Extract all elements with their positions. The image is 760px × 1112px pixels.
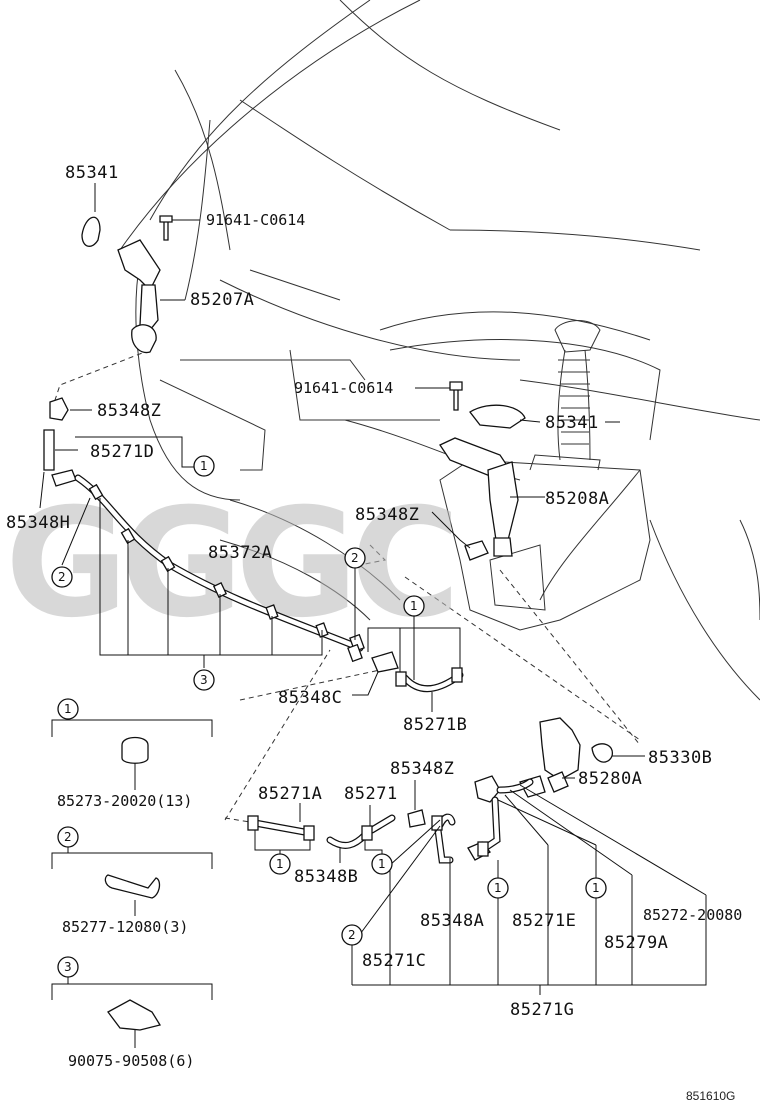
- bolt-top: [159, 215, 173, 241]
- legend-callout-2: 2: [57, 826, 79, 848]
- label-85348Z-mid: 85348Z: [355, 505, 419, 525]
- label-85341-left: 85341: [65, 163, 119, 183]
- vehicle-body-outline: [119, 0, 760, 701]
- svg-text:1: 1: [276, 857, 284, 871]
- legend-callout-3: 3: [57, 956, 79, 978]
- drawing-code: 851610G: [686, 1089, 735, 1103]
- svg-text:3: 3: [200, 673, 208, 687]
- headlamp-cleaner-cap-left: [81, 216, 101, 247]
- legend-lines: [51, 710, 213, 1048]
- svg-text:2: 2: [351, 551, 359, 565]
- label-85272: 85272-20080: [643, 906, 742, 924]
- callout-1: 1: [487, 877, 509, 899]
- label-85280A: 85280A: [578, 769, 642, 789]
- clip-icon: [107, 999, 162, 1031]
- legend-part-1: 85273-20020(13): [57, 792, 192, 810]
- svg-text:1: 1: [64, 702, 72, 716]
- label-85279A: 85279A: [604, 933, 668, 953]
- callout-2: 2: [344, 547, 366, 569]
- hose-stub-85280A: [547, 771, 569, 793]
- callout-1: 1: [585, 877, 607, 899]
- part-shapes: [43, 215, 613, 861]
- part-labels: 85341 91641-C0614 85207A 91641-C0614 853…: [6, 163, 742, 1103]
- nozzle-left-body: [139, 284, 159, 331]
- hoses: [74, 474, 534, 864]
- svg-text:1: 1: [200, 459, 208, 473]
- svg-text:3: 3: [64, 960, 72, 974]
- svg-text:2: 2: [348, 928, 356, 942]
- label-85348A: 85348A: [420, 911, 484, 931]
- joint-85348C: [371, 651, 399, 673]
- label-85348Z-left: 85348Z: [97, 401, 161, 421]
- leader-lines: [39, 183, 707, 995]
- tube-85271D: [43, 429, 55, 471]
- callout-3: 3: [193, 669, 215, 691]
- label-91641-mid: 91641-C0614: [294, 379, 393, 397]
- legend-callout-1: 1: [57, 698, 79, 720]
- callout-1: 1: [403, 595, 425, 617]
- pump-grommet: [591, 743, 613, 763]
- callout-circles: 1 2 2 3 1 1 1 1 1 2 1: [51, 455, 607, 978]
- callout-1: 1: [193, 455, 215, 477]
- washer-pump: [539, 717, 581, 781]
- label-85271E: 85271E: [512, 911, 576, 931]
- label-85348C: 85348C: [278, 688, 342, 708]
- svg-text:1: 1: [410, 599, 418, 613]
- callout-1: 1: [371, 853, 393, 875]
- check-valve-left: [49, 397, 69, 421]
- label-85348B: 85348B: [294, 867, 358, 887]
- label-85348Z-low: 85348Z: [390, 759, 454, 779]
- svg-text:1: 1: [494, 881, 502, 895]
- label-85207A: 85207A: [190, 290, 254, 310]
- svg-text:1: 1: [378, 857, 386, 871]
- watermark: GGGC: [5, 477, 452, 651]
- svg-text:2: 2: [58, 570, 66, 584]
- nozzle-left-head: [117, 239, 161, 292]
- bolt-mid: [449, 381, 463, 411]
- label-85330B: 85330B: [648, 748, 712, 768]
- legend-part-2: 85277-12080(3): [62, 918, 188, 936]
- label-85271B: 85271B: [403, 715, 467, 735]
- label-85271: 85271: [344, 784, 398, 804]
- label-85208A: 85208A: [545, 489, 609, 509]
- nozzle-right-body: [487, 461, 519, 541]
- label-85271A: 85271A: [258, 784, 322, 804]
- check-valve-low: [407, 809, 426, 828]
- label-85341-right: 85341: [545, 413, 599, 433]
- clamp-icon: [121, 736, 149, 764]
- label-85348H: 85348H: [6, 513, 70, 533]
- nozzle-right-tip: [493, 537, 513, 557]
- svg-text:1: 1: [592, 881, 600, 895]
- dashed-guides: [54, 349, 641, 823]
- callout-2: 2: [51, 566, 73, 588]
- nozzle-left-tip: [131, 324, 157, 354]
- legend-part-3: 90075-90508(6): [68, 1052, 194, 1070]
- label-85372A: 85372A: [208, 543, 272, 563]
- callout-1: 1: [269, 853, 291, 875]
- label-91641-top: 91641-C0614: [206, 211, 305, 229]
- callout-2: 2: [341, 924, 363, 946]
- label-85271D: 85271D: [90, 442, 154, 462]
- check-valve-mid: [464, 540, 489, 561]
- protector-icon: [104, 874, 161, 899]
- label-85271G: 85271G: [510, 1000, 574, 1020]
- svg-text:2: 2: [64, 830, 72, 844]
- headlamp-cleaner-cap-right: [469, 404, 526, 429]
- y-joint-85279A: [474, 775, 501, 803]
- label-85271C: 85271C: [362, 951, 426, 971]
